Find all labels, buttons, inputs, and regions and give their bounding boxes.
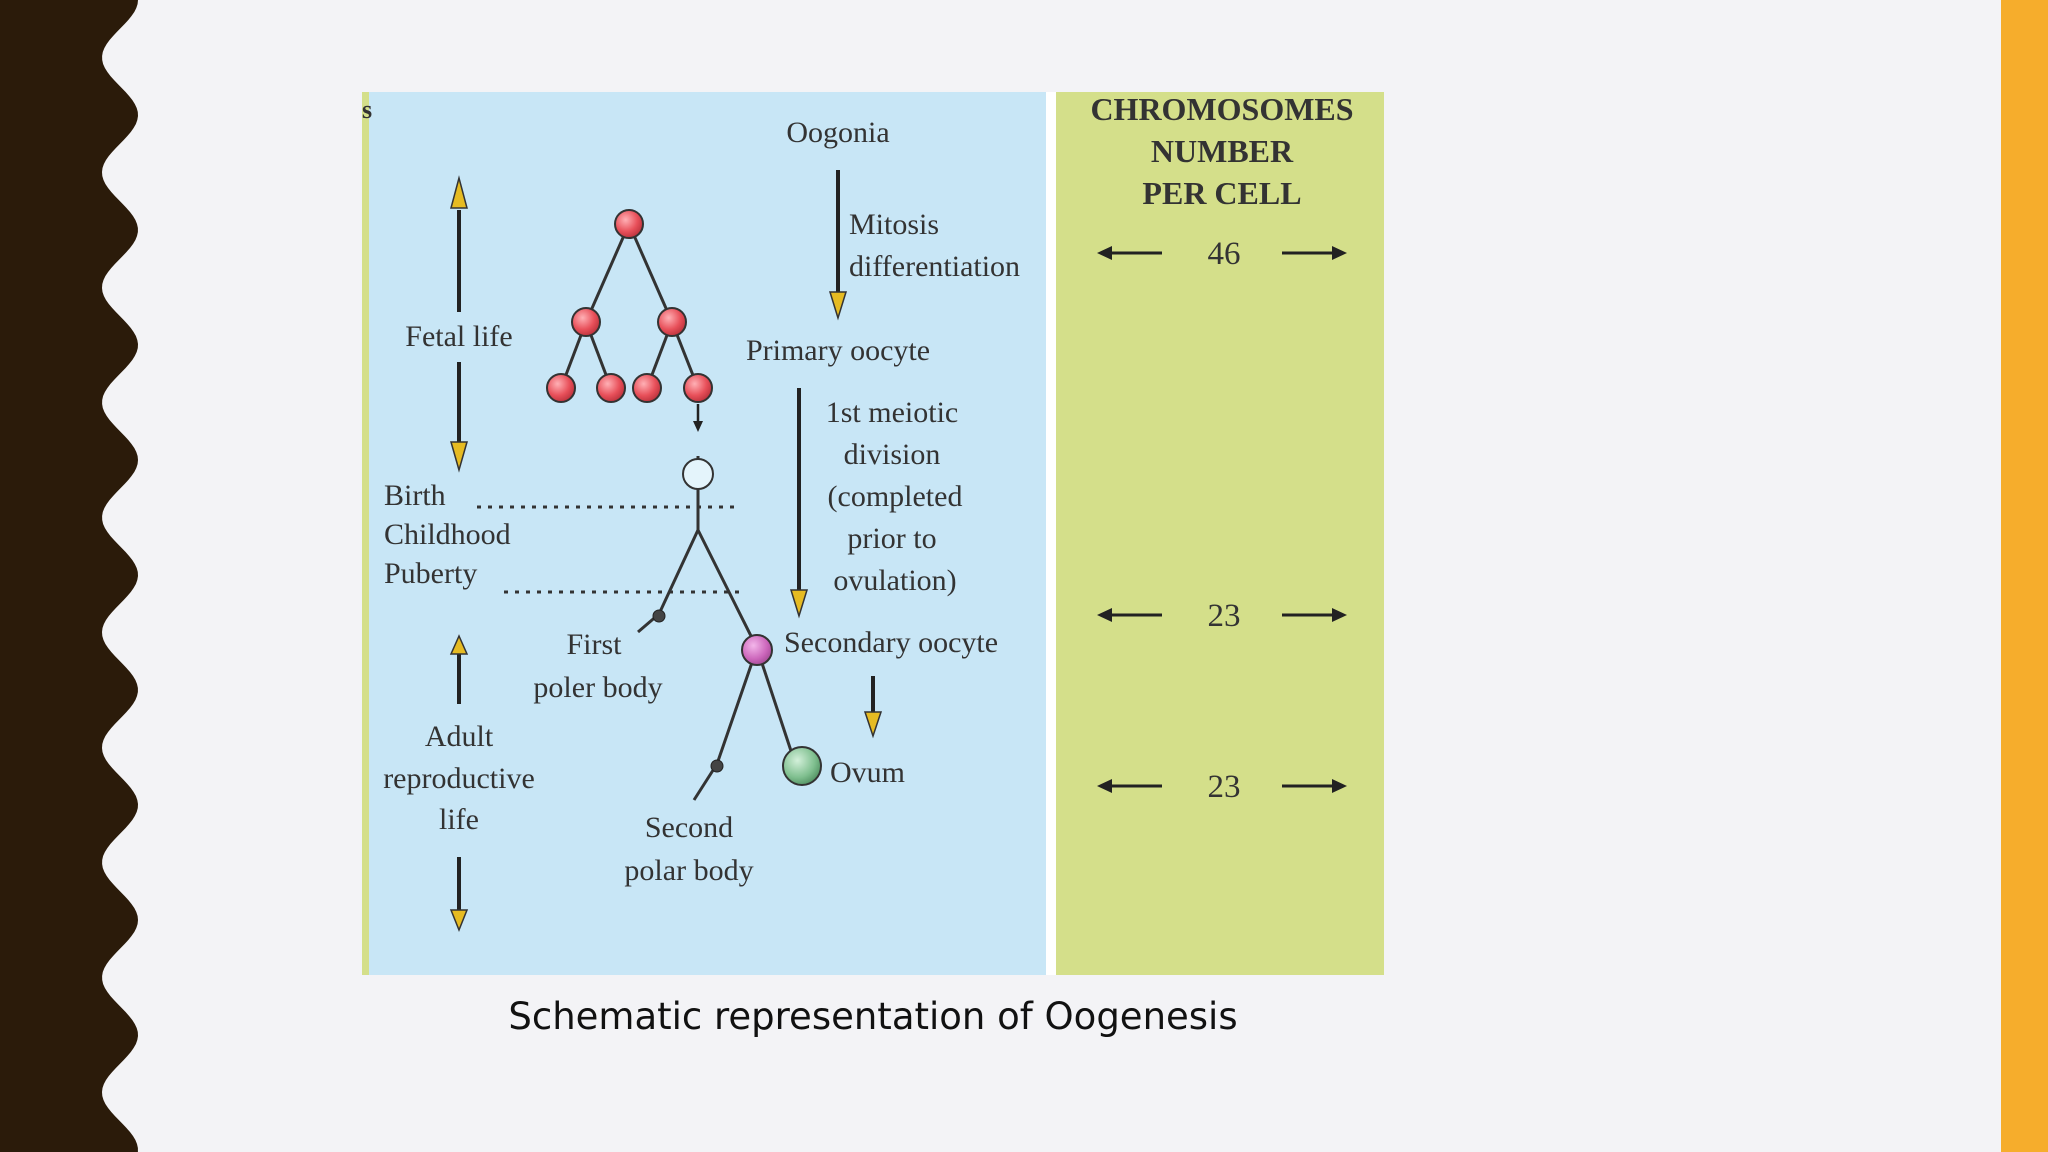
chromosome-header-3: PER CELL [1142, 175, 1301, 211]
birth-label: Birth [384, 479, 446, 512]
meiotic-label-3: (completed [828, 480, 963, 513]
oogonium-cell [614, 209, 644, 239]
childhood-label: Childhood [384, 518, 511, 551]
fetal-life-up-arrow [450, 175, 468, 312]
mitosis-label: Mitosis [849, 208, 939, 241]
second-division-arrow [863, 676, 883, 739]
adult-life-down-arrow [449, 857, 469, 933]
edge-fragment-label: s [362, 95, 372, 124]
chromosome-count-value: 46 [1208, 236, 1241, 272]
oogonium-cell [571, 307, 601, 337]
diagram-panel [362, 92, 1046, 975]
adult-label: Adult [425, 720, 494, 753]
puberty-label: Puberty [384, 557, 477, 590]
oogonium-cell [596, 373, 626, 403]
oogonium-cell [546, 373, 576, 403]
chromosome-header-1: CHROMOSOMES [1090, 92, 1353, 127]
oogenesis-diagram: s Fetal life Birth Childhood Puberty Adu… [362, 92, 1384, 975]
chromosome-count-row: 46 [1097, 236, 1347, 272]
life-label: life [439, 803, 479, 836]
chromosome-count-value: 23 [1208, 769, 1241, 805]
chromosome-count-value: 23 [1208, 598, 1241, 634]
chromosome-count-row: 23 [1097, 598, 1347, 634]
chromosome-header-2: NUMBER [1151, 133, 1294, 169]
adult-life-up-arrow [449, 634, 469, 704]
ovum-cell [782, 746, 822, 786]
second-polar-label: Second [645, 811, 733, 844]
accent-bar [2001, 0, 2048, 1152]
polar-body-label: polar body [624, 854, 753, 887]
secondary-oocyte-label: Secondary oocyte [784, 626, 998, 659]
mitosis-arrow [828, 170, 848, 321]
oogonium-cell [683, 373, 713, 403]
wavy-side-bar [0, 0, 138, 1152]
chromosome-panel [1056, 92, 1384, 975]
chromosome-count-row: 23 [1097, 769, 1347, 805]
meiosis-arrow [789, 388, 809, 619]
secondary-oocyte-cell [741, 634, 773, 666]
oogonium-cell [632, 373, 662, 403]
primary-oocyte-label: Primary oocyte [746, 334, 930, 367]
second-polar-body [710, 759, 724, 773]
first-polar-label: First [566, 628, 622, 661]
fetal-life-label: Fetal life [405, 320, 512, 353]
panel-left-edge [362, 92, 369, 975]
figure-caption: Schematic representation of Oogenesis [508, 995, 1238, 1038]
differentiation-label: differentiation [849, 250, 1020, 283]
meiotic-label-5: ovulation) [833, 564, 956, 597]
meiotic-label-2: division [844, 438, 941, 471]
oogonium-cell [657, 307, 687, 337]
fetal-life-down-arrow [450, 362, 468, 473]
primary-oocyte-cell [682, 458, 714, 490]
meiotic-label-1: 1st meiotic [826, 396, 958, 429]
oogonium-to-oocyte-arrow [693, 404, 703, 432]
reproductive-label: reproductive [383, 762, 535, 795]
oogonia-label: Oogonia [786, 116, 889, 149]
first-polar-body [652, 609, 666, 623]
panel-divider [1046, 92, 1056, 975]
poler-body-label: poler body [533, 671, 662, 704]
meiotic-label-4: prior to [847, 522, 936, 555]
ovum-label: Ovum [830, 756, 905, 789]
